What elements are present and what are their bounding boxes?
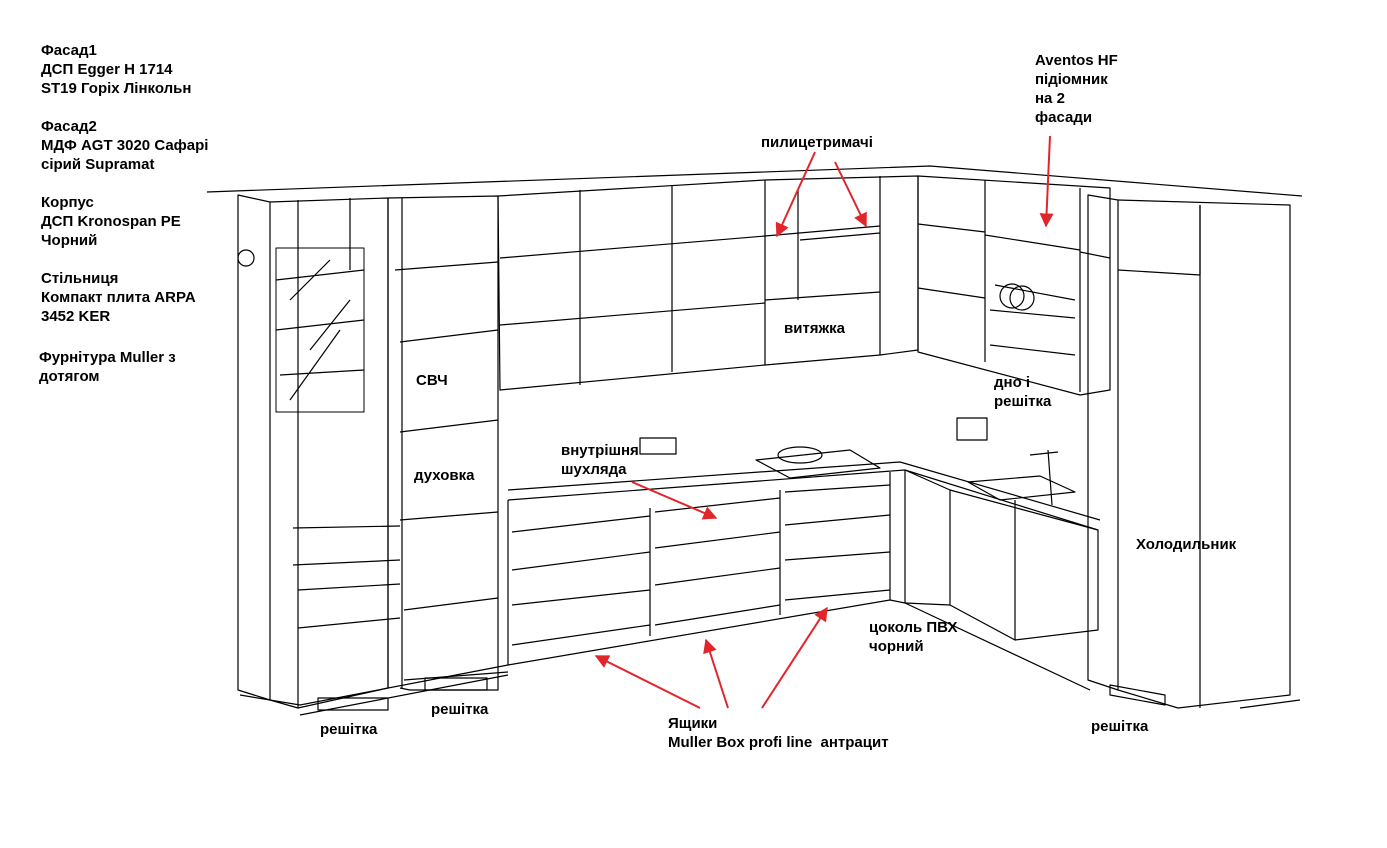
label-line: цоколь ПВХ <box>869 619 958 636</box>
label-hood: витяжка <box>784 320 846 337</box>
label-line: решітка <box>994 393 1052 410</box>
spec-title: Корпус <box>41 194 94 211</box>
label-aventos: Aventos HF підіомник на 2 фасади <box>1035 51 1118 127</box>
label-line: дно і <box>994 374 1031 391</box>
spec-hardware: Фурнітура Muller з дотягом <box>39 348 176 386</box>
spec-line: Компакт плита ARPA <box>41 289 196 306</box>
label-line: Muller Box profi line антрацит <box>668 734 889 751</box>
spec-line: ДСП Kronospan PE <box>41 213 181 230</box>
label-line: чорний <box>869 638 924 655</box>
spec-line: Чорний <box>41 232 98 249</box>
label-line: шухляда <box>561 461 627 478</box>
spec-title: Фасад2 <box>41 118 97 135</box>
spec-facade1: Фасад1 ДСП Egger H 1714 ST19 Горіх Лінко… <box>41 41 208 98</box>
label-grille-right: решітка <box>1091 718 1149 735</box>
label-line: внутрішня <box>561 442 639 459</box>
label-line: підіомник <box>1035 71 1108 88</box>
arrow-shelf-support-1 <box>775 151 816 238</box>
label-microwave: СВЧ <box>416 372 448 389</box>
spec-facade2: Фасад2 МДФ AGT 3020 Сафарі сірий Suprama… <box>41 117 208 174</box>
arrow-inner-drawer <box>631 481 718 520</box>
label-inner-drawer: внутрішня шухляда <box>561 441 639 479</box>
spec-line: сірий Supramat <box>41 156 155 173</box>
arrow-drawer-1 <box>594 655 701 709</box>
spec-body: Корпус ДСП Kronospan PE Чорний <box>41 193 208 250</box>
spec-title: Стільниця <box>41 270 119 287</box>
spec-line: ST19 Горіх Лінкольн <box>41 80 192 97</box>
spec-line: 3452 KER <box>41 308 111 325</box>
spec-line: ДСП Egger H 1714 <box>41 61 173 78</box>
label-line: Aventos HF <box>1035 52 1118 69</box>
arrow-aventos <box>1039 135 1054 228</box>
arrow-shelf-support-2 <box>834 161 867 228</box>
spec-line: дотягом <box>39 368 100 385</box>
label-oven: духовка <box>414 467 475 484</box>
spec-line: МДФ AGT 3020 Сафарі <box>41 137 209 154</box>
label-grille-middle: решітка <box>431 701 489 718</box>
label-fridge: Холодильник <box>1136 536 1237 553</box>
label-bottom-grid: дно і решітка <box>994 373 1051 411</box>
label-shelf-supports: пилицетримачі <box>761 134 873 151</box>
label-grille-left: решітка <box>320 721 378 738</box>
label-drawers: Ящики Muller Box profi line антрацит <box>668 714 889 752</box>
label-line: Ящики <box>668 715 718 732</box>
label-plinth: цоколь ПВХ чорний <box>869 618 957 656</box>
arrow-drawer-2 <box>703 638 729 709</box>
label-line: фасади <box>1035 109 1093 126</box>
label-line: на 2 <box>1035 90 1065 107</box>
arrow-drawer-3 <box>761 606 828 709</box>
spec-title: Фурнітура Muller з <box>39 349 176 366</box>
spec-list: Фасад1 ДСП Egger H 1714 ST19 Горіх Лінко… <box>41 41 208 326</box>
spec-title: Фасад1 <box>41 42 97 59</box>
spec-countertop: Стільниця Компакт плита ARPA 3452 KER <box>41 269 208 326</box>
